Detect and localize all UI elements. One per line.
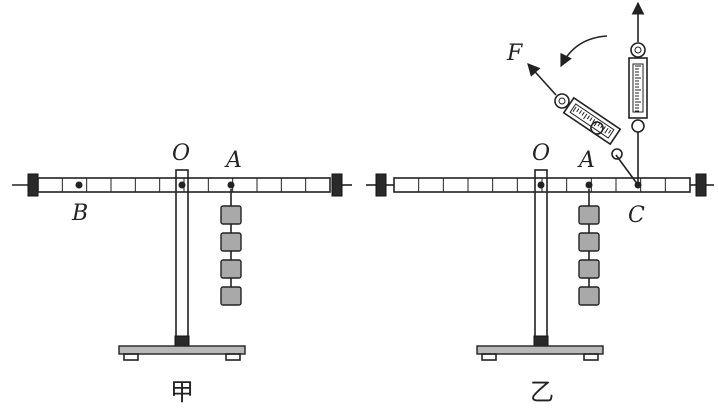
label-f: F: [506, 41, 523, 66]
angled-spring-scale: [527, 63, 639, 186]
weights-at-a-left: [220, 189, 242, 306]
caption-yi: 乙: [530, 378, 554, 406]
pivot-o-dot-right: [537, 181, 545, 189]
label-c: C: [628, 203, 645, 228]
vertical-spring-scale: [628, 1, 648, 185]
rotation-arrow: [560, 35, 608, 68]
figure-yi: F O A C 乙: [366, 1, 714, 406]
scale-graduation: [593, 120, 598, 127]
scale-graduation: [583, 113, 588, 120]
point-a-dot: [227, 181, 235, 189]
scale-graduation: [608, 129, 612, 134]
caption-jia: 甲: [170, 378, 194, 406]
hook-weight: [578, 286, 600, 306]
stand-right: [476, 169, 604, 361]
hook-weight: [578, 232, 600, 252]
label-a-right: A: [577, 148, 595, 173]
point-b-dot: [75, 181, 83, 189]
scale-graduation: [586, 115, 590, 120]
scale-graduation: [581, 111, 585, 116]
point-a-dot-right: [585, 181, 593, 189]
scale-graduation: [604, 127, 609, 134]
hook-weight: [578, 205, 600, 225]
scale-graduation: [572, 106, 577, 113]
hook-weight: [220, 232, 242, 252]
scale-graduation: [578, 110, 582, 114]
hook-weight: [220, 259, 242, 279]
lever-bar-left: [12, 173, 352, 197]
hook-weight: [220, 205, 242, 225]
lever-bar-right: [366, 173, 714, 197]
scale-graduation: [602, 126, 606, 131]
label-o-left: O: [172, 141, 190, 166]
hook-weight: [578, 259, 600, 279]
label-b: B: [71, 201, 88, 226]
scale-graduation: [589, 117, 593, 122]
scale-graduation: [592, 119, 596, 123]
scale-graduation: [597, 122, 601, 127]
scale-graduation: [600, 124, 604, 129]
pivot-o-dot: [178, 181, 186, 189]
hook-weight: [220, 286, 242, 306]
scale-graduation: [576, 108, 580, 113]
label-o-right: O: [532, 141, 550, 166]
label-a-left: A: [224, 148, 242, 173]
stand-left: [118, 169, 246, 361]
figure-jia: O A B 甲: [12, 141, 352, 406]
weights-at-a-right: [578, 189, 600, 306]
